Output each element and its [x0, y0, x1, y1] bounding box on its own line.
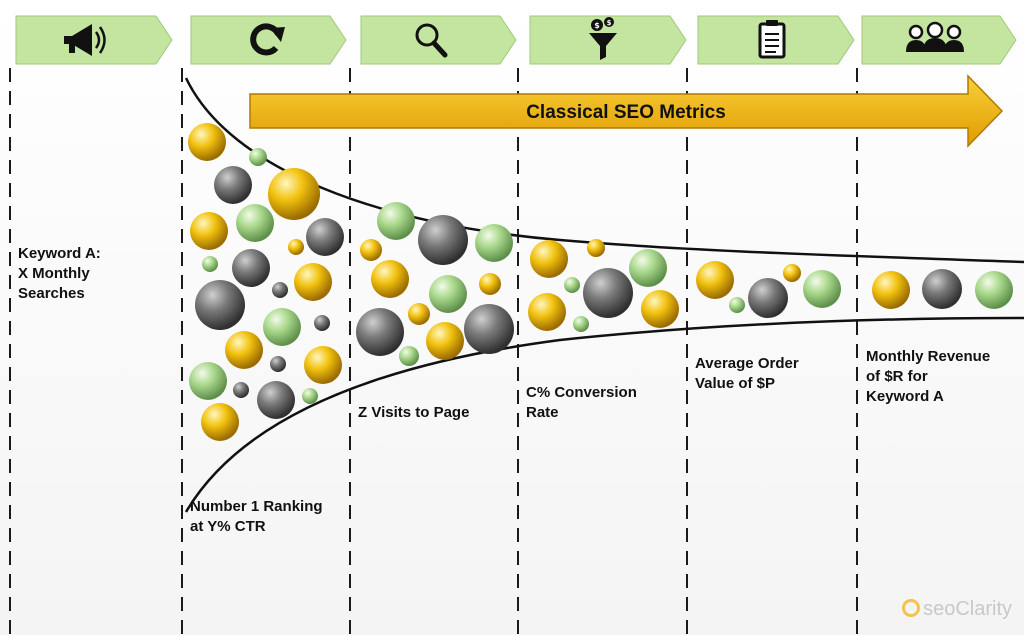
money-funnel-icon: $ $	[589, 17, 617, 60]
gold-sphere	[530, 240, 568, 278]
people-group-icon	[906, 21, 964, 52]
green-sphere	[377, 202, 415, 240]
funnel-bottom-curve	[184, 316, 1024, 513]
gold-sphere	[190, 212, 228, 250]
gold-sphere	[294, 263, 332, 301]
green-sphere	[236, 204, 274, 242]
magnifier-icon	[415, 23, 448, 58]
green-sphere	[202, 256, 218, 272]
brand-logo: seoClarity	[902, 598, 1012, 621]
gray-sphere	[272, 282, 288, 298]
gold-sphere	[288, 239, 304, 255]
order-label-line: Average Order	[695, 355, 799, 372]
visits-label: Z Visits to Page	[358, 403, 469, 423]
keyword-label: Keyword A: X Monthly Searches	[18, 244, 101, 304]
gray-sphere	[270, 356, 286, 372]
gold-sphere	[479, 273, 501, 295]
order-label-line: Value of $P	[695, 375, 776, 392]
logo-text: seoClarity	[923, 598, 1012, 620]
stage-3-header	[360, 15, 517, 65]
ranking-label: Number 1 Ranking at Y% CTR	[190, 497, 323, 537]
green-sphere	[189, 362, 227, 400]
green-sphere	[573, 316, 589, 332]
green-sphere	[629, 249, 667, 287]
green-sphere	[429, 275, 467, 313]
revenue-label: Monthly Revenue of $R for Keyword A	[866, 347, 990, 407]
gold-sphere	[225, 331, 263, 369]
gold-sphere	[641, 290, 679, 328]
refresh-arrow-icon	[250, 23, 285, 56]
gray-sphere	[195, 280, 245, 330]
conversion-label: C% Conversion Rate	[526, 383, 637, 423]
gray-sphere	[214, 166, 252, 204]
gray-sphere	[233, 382, 249, 398]
gray-sphere	[418, 215, 468, 265]
gray-sphere	[232, 249, 270, 287]
green-sphere	[803, 270, 841, 308]
banner-label: Classical SEO Metrics	[526, 102, 726, 123]
green-sphere	[302, 388, 318, 404]
gold-sphere	[201, 403, 239, 441]
banner-arrow	[249, 74, 1004, 148]
gray-sphere	[314, 315, 330, 331]
green-sphere	[975, 271, 1013, 309]
green-sphere	[475, 224, 513, 262]
svg-text:$: $	[607, 19, 612, 27]
clipboard-icon	[758, 20, 786, 59]
keyword-label-line: X Monthly	[18, 265, 90, 282]
green-sphere	[249, 148, 267, 166]
gold-sphere	[587, 239, 605, 257]
svg-text:$: $	[594, 21, 600, 30]
gold-sphere	[371, 260, 409, 298]
revenue-label-line: of $R for	[866, 368, 928, 385]
gray-sphere	[257, 381, 295, 419]
gold-sphere	[696, 261, 734, 299]
revenue-label-line: Keyword A	[866, 388, 944, 405]
gray-sphere	[922, 269, 962, 309]
keyword-label-line: Searches	[18, 285, 85, 302]
stage-1-header	[15, 15, 173, 65]
gold-sphere	[268, 168, 320, 220]
funnel-spheres	[188, 123, 1013, 441]
ranking-label-line: Number 1 Ranking	[190, 498, 323, 515]
conversion-label-line: Rate	[526, 404, 559, 421]
gold-sphere	[304, 346, 342, 384]
gold-sphere	[360, 239, 382, 261]
keyword-label-line: Keyword A:	[18, 245, 101, 262]
ranking-label-line: at Y% CTR	[190, 518, 266, 535]
gray-sphere	[306, 218, 344, 256]
gold-sphere	[783, 264, 801, 282]
visits-label-line: Z Visits to Page	[358, 404, 470, 421]
megaphone-icon	[64, 24, 106, 56]
stage-2-header	[190, 15, 347, 65]
gold-sphere	[426, 322, 464, 360]
stage-dividers	[9, 68, 858, 635]
gray-sphere	[356, 308, 404, 356]
gold-sphere	[872, 271, 910, 309]
green-sphere	[564, 277, 580, 293]
revenue-label-line: Monthly Revenue	[866, 348, 991, 365]
green-sphere	[399, 346, 419, 366]
green-sphere	[263, 308, 301, 346]
logo-ring-icon	[902, 599, 921, 617]
gray-sphere	[583, 268, 633, 318]
green-sphere	[729, 297, 745, 313]
gray-sphere	[464, 304, 514, 354]
gray-sphere	[748, 278, 788, 318]
gold-sphere	[188, 123, 226, 161]
conversion-label-line: C% Conversion	[526, 384, 637, 401]
order-label: Average Order Value of $P	[695, 354, 799, 394]
gold-sphere	[528, 293, 566, 331]
stage-header-row	[15, 15, 1017, 65]
gold-sphere	[408, 303, 430, 325]
